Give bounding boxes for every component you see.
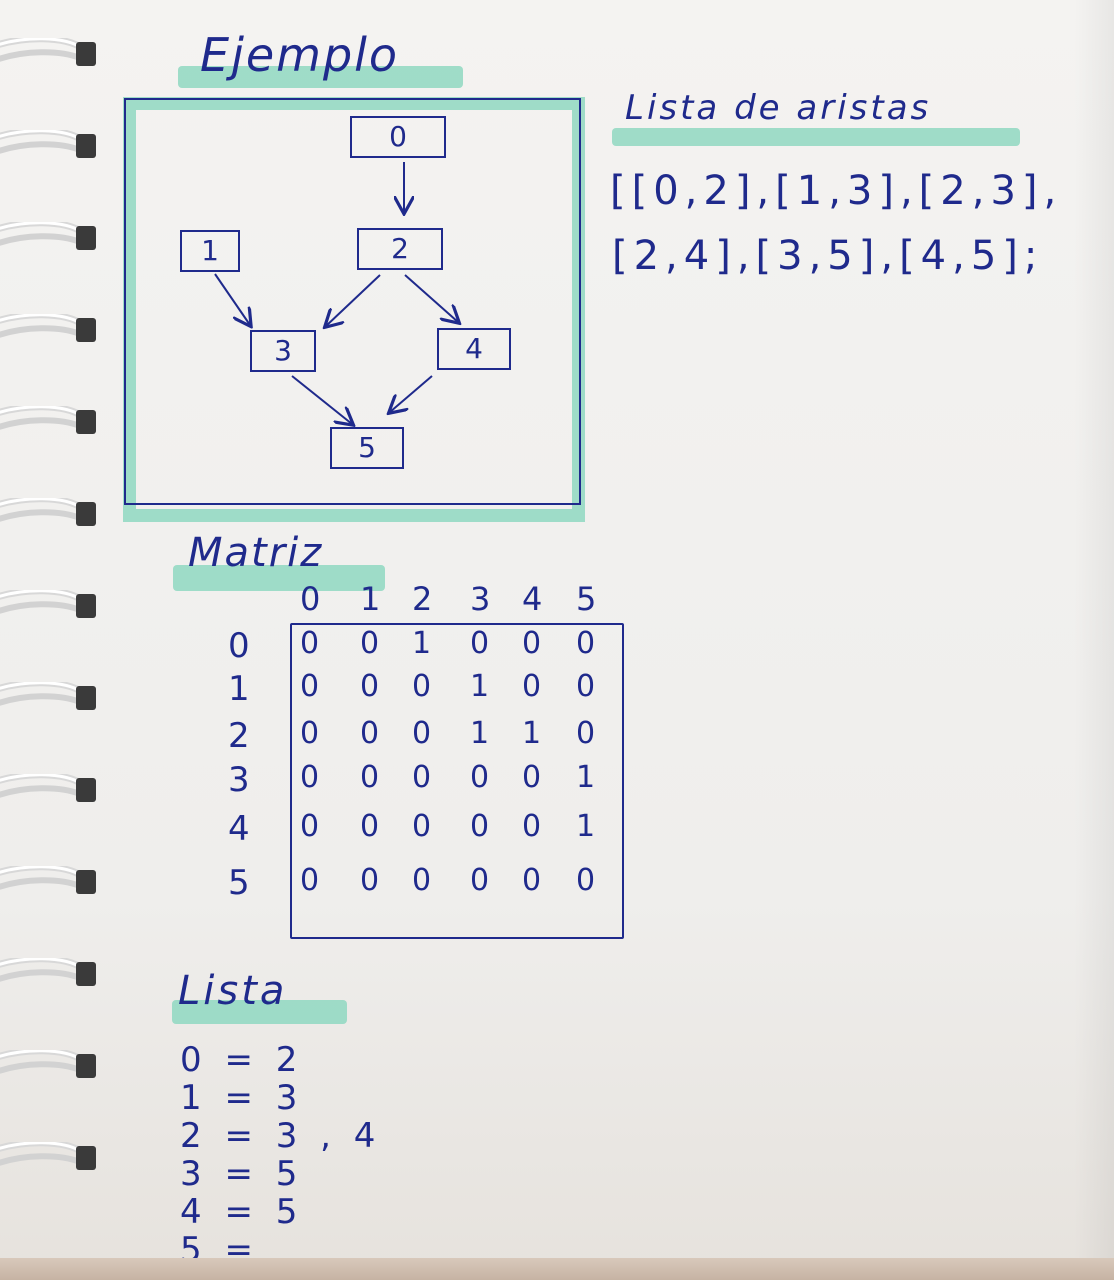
edge-2-3 [326,274,381,326]
binding-ring [0,495,104,526]
binding-ring [0,863,104,894]
matrix-cell: 0 [300,760,320,795]
heading-matrix: Matriz [188,530,324,576]
matrix-cell: 0 [412,669,432,704]
matrix-cell: 0 [522,760,542,795]
binding-ring [0,219,104,250]
edge-3-5 [291,375,352,424]
matrix-cell: 1 [522,716,542,751]
matrix-cell: 0 [412,760,432,795]
graph-frame [122,96,586,523]
matrix-cell: 0 [576,626,596,661]
adjacency-list-item: 1 = 3 [180,1078,304,1118]
matrix-cell: 0 [576,669,596,704]
binding-ring [0,1047,104,1078]
matrix-row-label: 0 [228,626,250,666]
adjacency-list-item: 4 = 5 [180,1192,304,1232]
highlight-matrix [173,565,385,591]
binding-ring [0,1139,104,1170]
matrix-frame [290,623,624,939]
matrix-row-label: 2 [228,716,250,756]
matrix-cell: 0 [412,863,432,898]
graph-node-3: 3 [250,330,316,372]
matrix-row-label: 4 [228,809,250,849]
matrix-row-label: 5 [228,863,250,903]
edge-2-4 [404,274,458,322]
matrix-cell: 0 [300,809,320,844]
matrix-cell: 0 [470,626,490,661]
matrix-col-label: 4 [522,580,543,618]
matrix-cell: 0 [522,669,542,704]
page-bottom-edge [0,1258,1114,1280]
matrix-cell: 0 [522,863,542,898]
matrix-cell: 0 [522,809,542,844]
matrix-cell: 0 [360,716,380,751]
highlight-example [178,66,463,88]
graph-node-4: 4 [437,328,511,370]
matrix-cell: 0 [412,716,432,751]
binding-ring [0,127,104,158]
matrix-cell: 0 [360,863,380,898]
graph-node-1: 1 [180,230,240,272]
matrix-cell: 1 [412,626,432,661]
matrix-col-label: 3 [470,580,491,618]
matrix-cell: 0 [522,626,542,661]
matrix-cell: 0 [360,626,380,661]
matrix-cell: 1 [470,716,490,751]
edge-list-line-1: [[0,2],[1,3],[2,3], [610,168,1063,214]
edge-1-3 [214,273,250,325]
matrix-cell: 0 [360,669,380,704]
matrix-cell: 0 [470,809,490,844]
matrix-row-label: 3 [228,760,250,800]
matrix-cell: 0 [360,760,380,795]
heading-example: Ejemplo [200,28,400,82]
adjacency-list-item: 3 = 5 [180,1154,304,1194]
matrix-row-label: 1 [228,669,250,709]
matrix-col-label: 2 [412,580,433,618]
graph-node-2: 2 [357,228,443,270]
heading-list: Lista [178,968,288,1014]
matrix-cell: 1 [576,760,596,795]
page-shadow [1074,0,1114,1280]
matrix-cell: 0 [412,809,432,844]
edge-list-line-2: [2,4],[3,5],[4,5]; [612,233,1044,279]
matrix-cell: 0 [300,716,320,751]
matrix-cell: 0 [576,716,596,751]
edge-4-5 [390,375,433,412]
binding-ring [0,311,104,342]
matrix-cell: 0 [576,863,596,898]
highlight-edge-list [612,128,1020,146]
matrix-col-label: 0 [300,580,321,618]
matrix-cell: 0 [300,669,320,704]
graph-frame-svg [122,96,586,523]
heading-edge-list: Lista de aristas [625,88,932,128]
binding-ring [0,587,104,618]
matrix-cell: 0 [360,809,380,844]
binding-ring [0,403,104,434]
matrix-cell: 1 [576,809,596,844]
matrix-cell: 0 [300,626,320,661]
matrix-cell: 0 [470,863,490,898]
matrix-cell: 0 [300,863,320,898]
graph-node-5: 5 [330,427,404,469]
graph-node-0: 0 [350,116,446,158]
matrix-cell: 0 [470,760,490,795]
matrix-col-label: 5 [576,580,597,618]
binding-ring [0,35,104,66]
binding-ring [0,771,104,802]
adjacency-list-item: 2 = 3 , 4 [180,1116,382,1156]
highlight-list [172,1000,347,1024]
binding-ring [0,679,104,710]
adjacency-list-item: 0 = 2 [180,1040,304,1080]
matrix-cell: 1 [470,669,490,704]
matrix-col-label: 1 [360,580,381,618]
binding-ring [0,955,104,986]
